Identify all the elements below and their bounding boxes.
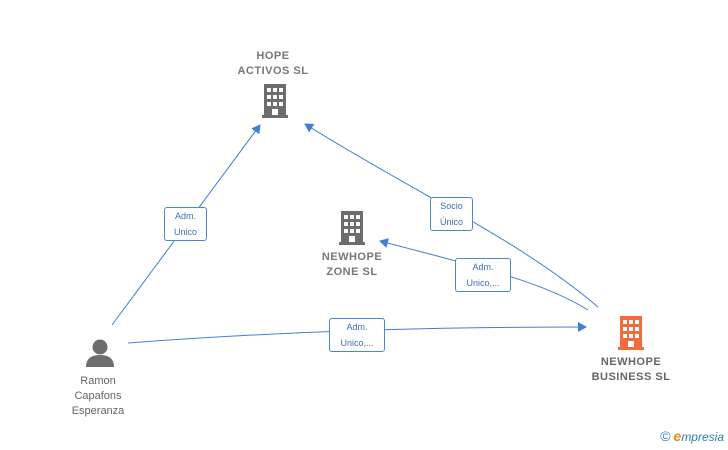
node-label-newhope-zone[interactable]: NEWHOPE ZONE SL (321, 251, 383, 278)
node-label-hope-activos[interactable]: HOPE ACTIVOS SL (237, 50, 309, 77)
building-icon[interactable] (339, 211, 365, 245)
edge-label-ramon-to-business: Adm. Unico,... (329, 318, 385, 352)
copyright-icon: © (660, 428, 671, 444)
person-icon[interactable] (86, 339, 114, 368)
brand-logo: empresia (673, 428, 724, 444)
node-label-ramon[interactable]: Ramon Capafons Esperanza (71, 375, 125, 417)
node-label-newhope-business[interactable]: NEWHOPE BUSINESS SL (591, 356, 671, 383)
watermark: © empresia (660, 428, 724, 444)
building-icon[interactable] (262, 84, 288, 118)
edge-label-ramon-to-hope-activos: Adm. Unico (164, 207, 207, 241)
building-icon-highlighted[interactable] (618, 316, 644, 350)
edge-label-business-to-newhope-zone: Adm. Unico,... (455, 258, 511, 292)
edge-label-business-to-hope-activos: Socio Único (430, 197, 473, 231)
